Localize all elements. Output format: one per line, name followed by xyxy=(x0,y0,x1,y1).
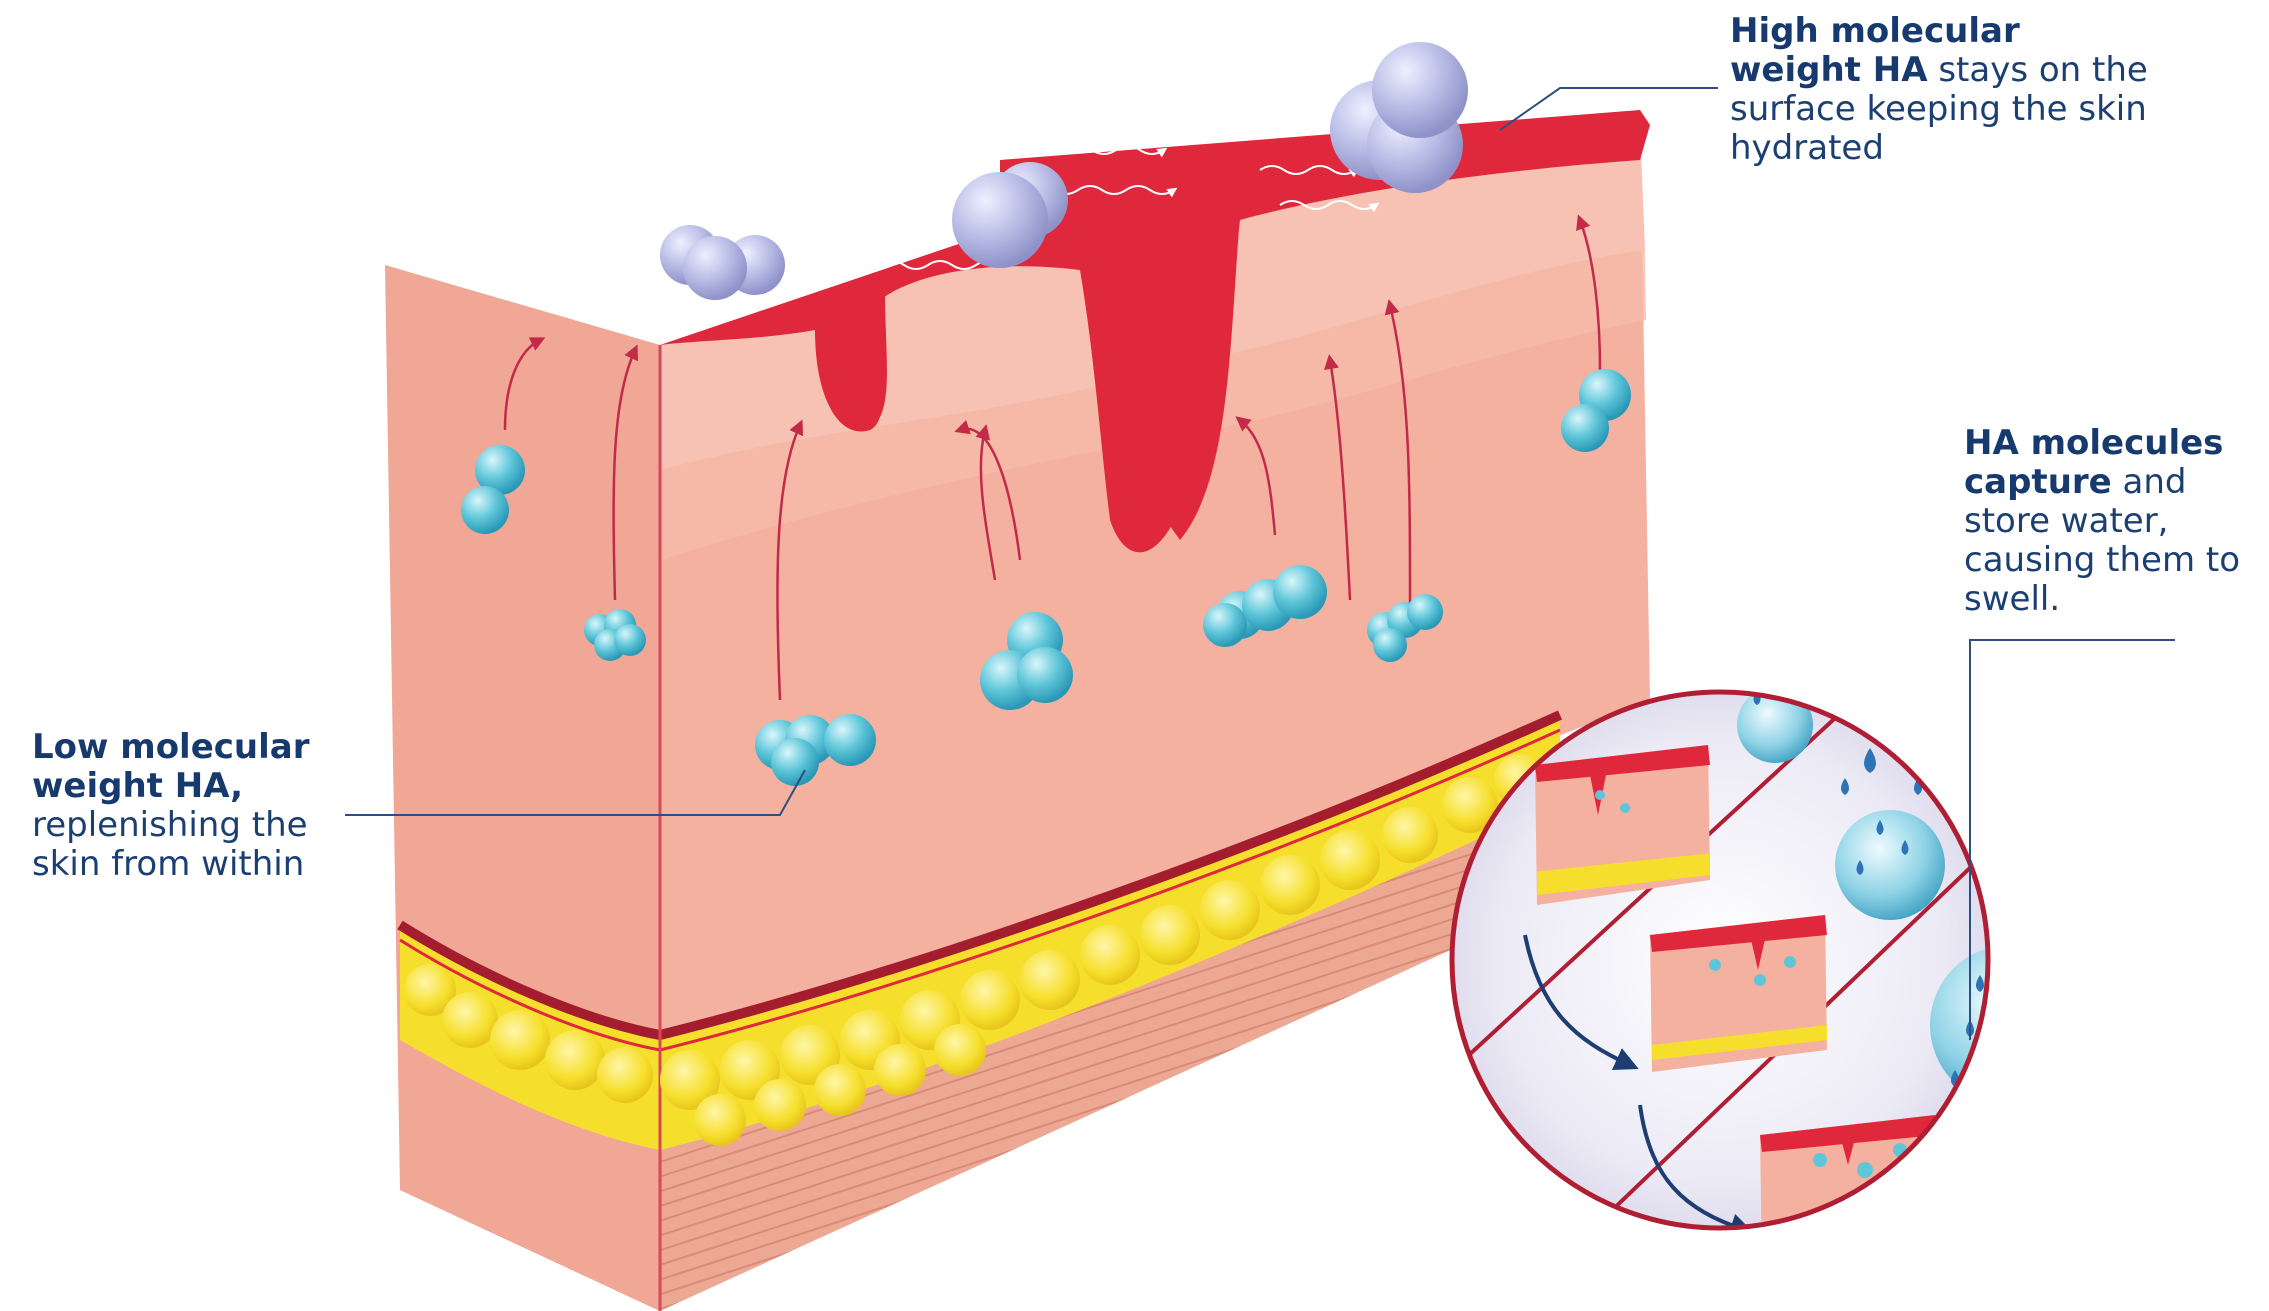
label-low-bold: Low molecular weight HA, xyxy=(32,727,310,806)
label-ha-capture-water: HA molecules capture and store water, ca… xyxy=(1964,424,2264,619)
label-low-molecular-weight-ha: Low molecular weight HA, replenishing th… xyxy=(32,728,362,884)
skin-block xyxy=(385,125,1650,1311)
ha-ball-medium xyxy=(1835,810,1945,920)
leader-line-swell xyxy=(1970,640,2175,1040)
label-high-molecular-weight-ha: High molecular weight HA stays on the su… xyxy=(1730,12,2150,168)
label-low-text: replenishing the skin from within xyxy=(32,805,308,884)
